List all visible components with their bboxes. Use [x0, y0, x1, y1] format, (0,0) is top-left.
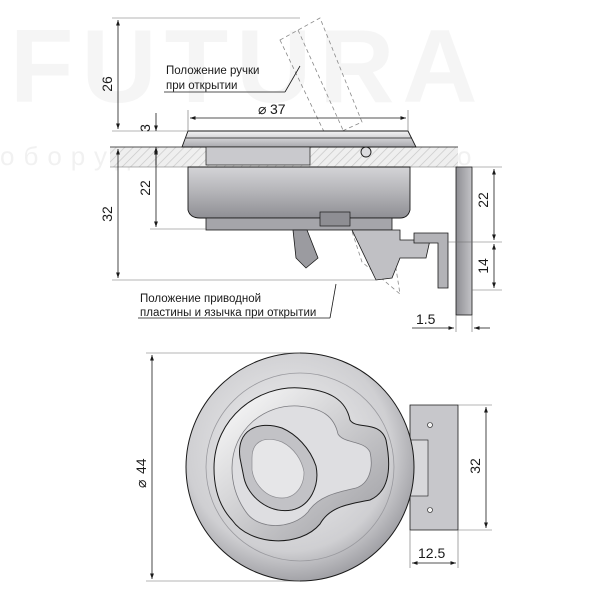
mount-hole-bottom: [427, 507, 433, 513]
watermark-brand: FUTURA: [10, 9, 485, 125]
dim-outer-diameter: 44: [133, 458, 149, 474]
latch-tongue: [351, 229, 431, 281]
top-view: ⌀ 44 32 12.5: [133, 352, 492, 582]
dim-bracket-height: 22: [475, 192, 491, 208]
leader-handle: [284, 65, 301, 93]
drive-plate: [292, 229, 319, 269]
latch-flange: [181, 130, 417, 148]
strike-bracket: [413, 232, 449, 289]
note-handle-open-line2: при открытии: [166, 80, 237, 92]
dim-body-depth: 22: [137, 180, 153, 196]
body-lower-collar: [205, 217, 393, 231]
strike-plate: [455, 166, 473, 316]
dim-tongue-height: 14: [475, 258, 491, 274]
pivot-pin: [360, 146, 372, 158]
dim-outer-diameter-symbol: ⌀: [133, 480, 149, 488]
axle-hub: [319, 211, 351, 227]
note-plate-open-line2: пластины и язычка при открытии: [140, 307, 316, 319]
handle-open-outline: [279, 17, 363, 139]
side-view: 26 3 22 32 ⌀ 37 22 14 1.5 Положе: [99, 17, 502, 332]
note-plate-open-line1: Положение приводной: [140, 293, 261, 305]
latch-body: [187, 166, 411, 219]
kidney-grip-highlight: [251, 439, 305, 499]
dim-flange-thickness: 3: [137, 124, 153, 132]
note-handle-open-line1: Положение ручки: [166, 65, 259, 77]
dim-flange-diameter-symbol: ⌀: [258, 101, 266, 117]
dim-total-depth: 32: [99, 206, 115, 222]
dim-plate-height: 32: [467, 458, 483, 474]
dim-plate-thickness: 1.5: [416, 311, 436, 327]
dim-handle-rise: 26: [99, 76, 115, 92]
inner-rim: [205, 372, 395, 562]
dim-plate-offset: 12.5: [418, 545, 445, 561]
handle-closed: [205, 146, 311, 166]
mount-hole-top: [427, 422, 433, 428]
leader-plate: [329, 283, 337, 319]
dim-flange-diameter: 37: [270, 101, 286, 117]
handle-open-centerline: [297, 29, 344, 131]
